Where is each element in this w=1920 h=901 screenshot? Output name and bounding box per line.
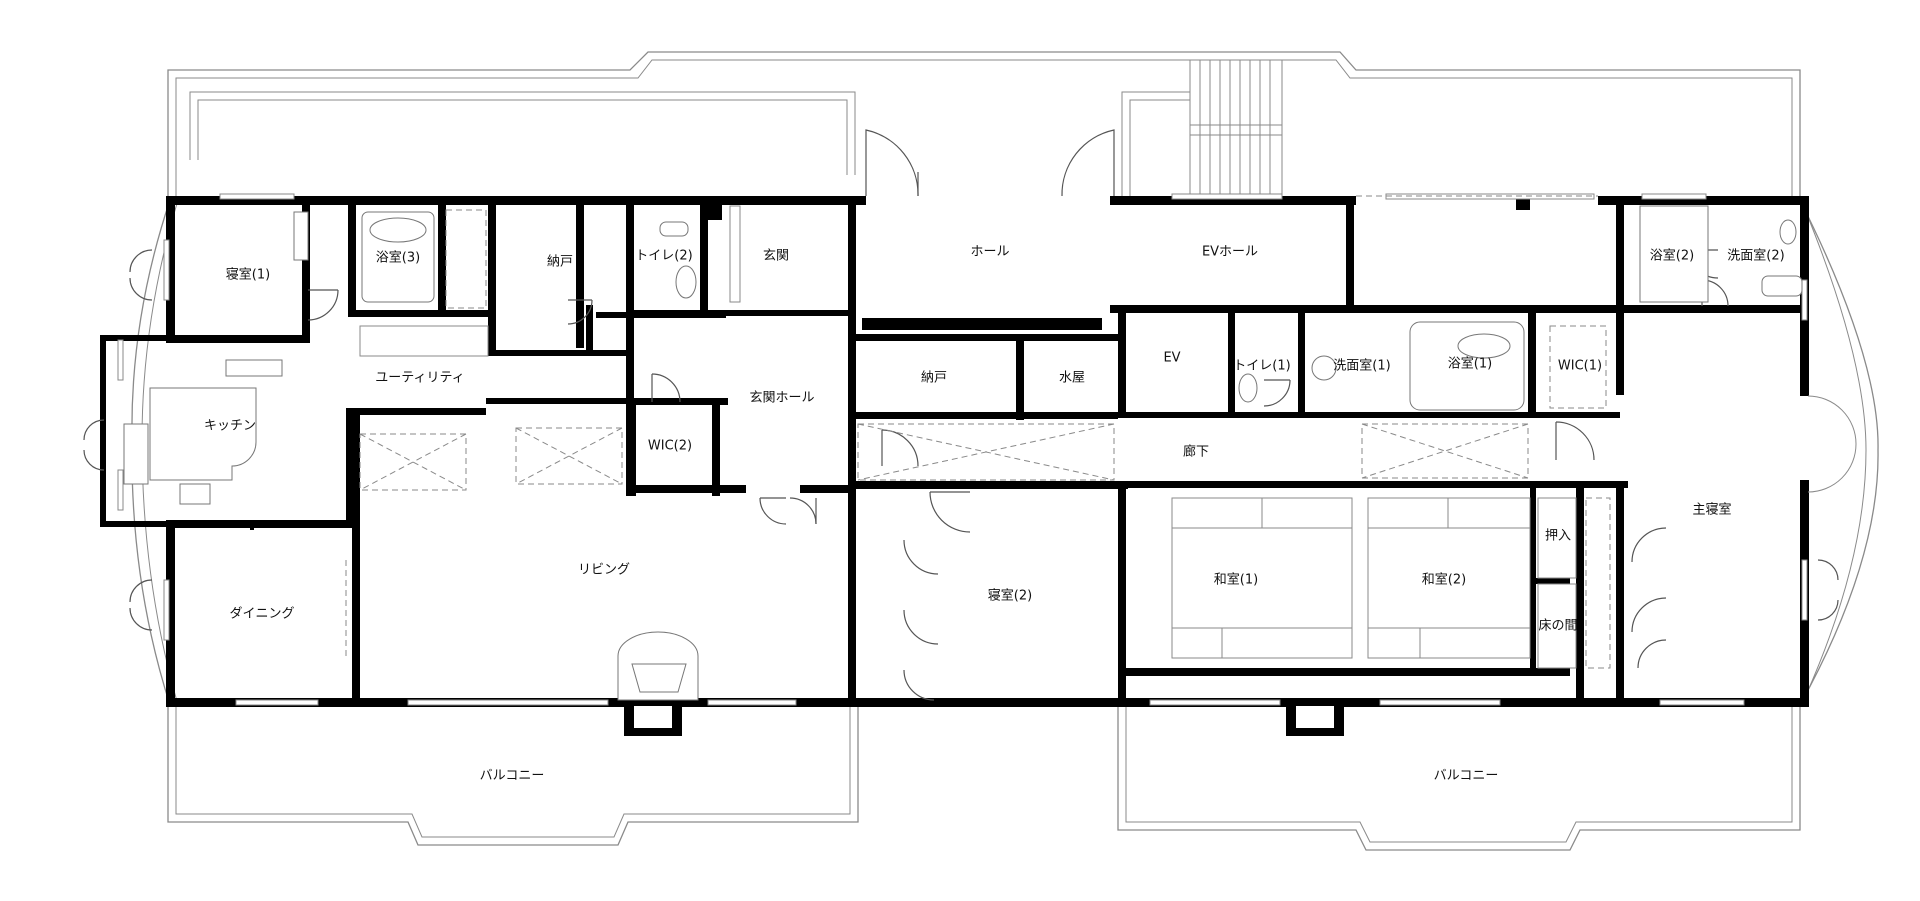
room-water-room: 水屋 <box>1059 371 1085 386</box>
room-balcony-left: バルコニー <box>480 769 545 784</box>
room-bedroom2: 寝室(2) <box>988 588 1032 604</box>
doors <box>83 129 1857 701</box>
room-kitchen: キッチン <box>204 419 256 434</box>
room-washitsu2: 和室(2) <box>1422 572 1466 588</box>
room-corridor: 廊下 <box>1183 444 1209 460</box>
room-washitsu1: 和室(1) <box>1214 572 1258 588</box>
room-storage1: 納戸 <box>547 255 573 270</box>
room-wic1: WIC(1) <box>1558 359 1602 374</box>
room-hall: ホール <box>970 245 1009 260</box>
room-utility: ユーティリティ <box>375 371 464 386</box>
room-dining: ダイニング <box>229 607 294 622</box>
room-entrance: 玄関 <box>763 249 789 264</box>
terrace-outlines <box>131 51 1879 851</box>
room-bath1: 浴室(1) <box>1448 356 1492 372</box>
room-wash2: 洗面室(2) <box>1727 248 1784 264</box>
room-entrance-hall: 玄関ホール <box>749 391 814 406</box>
room-wash1: 洗面室(1) <box>1333 358 1390 374</box>
stairs <box>1189 59 1283 196</box>
room-bath2: 浴室(2) <box>1650 248 1694 264</box>
room-labels: 寝室(1) 浴室(3) 納戸 トイレ(2) 玄関 ホール EVホール 浴室(2)… <box>204 245 1785 784</box>
room-toilet2: トイレ(2) <box>635 249 692 264</box>
dashed-areas <box>345 195 1598 660</box>
room-bedroom1: 寝室(1) <box>226 267 270 283</box>
room-ev-hall: EVホール <box>1202 245 1258 260</box>
room-ev: EV <box>1163 351 1180 366</box>
room-master-bedroom: 主寝室 <box>1692 502 1731 518</box>
room-tokonoma: 床の間 <box>1538 619 1577 634</box>
room-oshiire: 押入 <box>1545 529 1571 544</box>
room-wic2: WIC(2) <box>648 439 692 454</box>
walls <box>100 196 1809 736</box>
room-storage2: 納戸 <box>921 371 947 386</box>
room-toilet1: トイレ(1) <box>1233 359 1290 374</box>
room-bath3: 浴室(3) <box>376 250 420 266</box>
room-balcony-right: バルコニー <box>1434 769 1499 784</box>
fixtures <box>123 205 1803 701</box>
room-living: リビング <box>578 563 630 578</box>
